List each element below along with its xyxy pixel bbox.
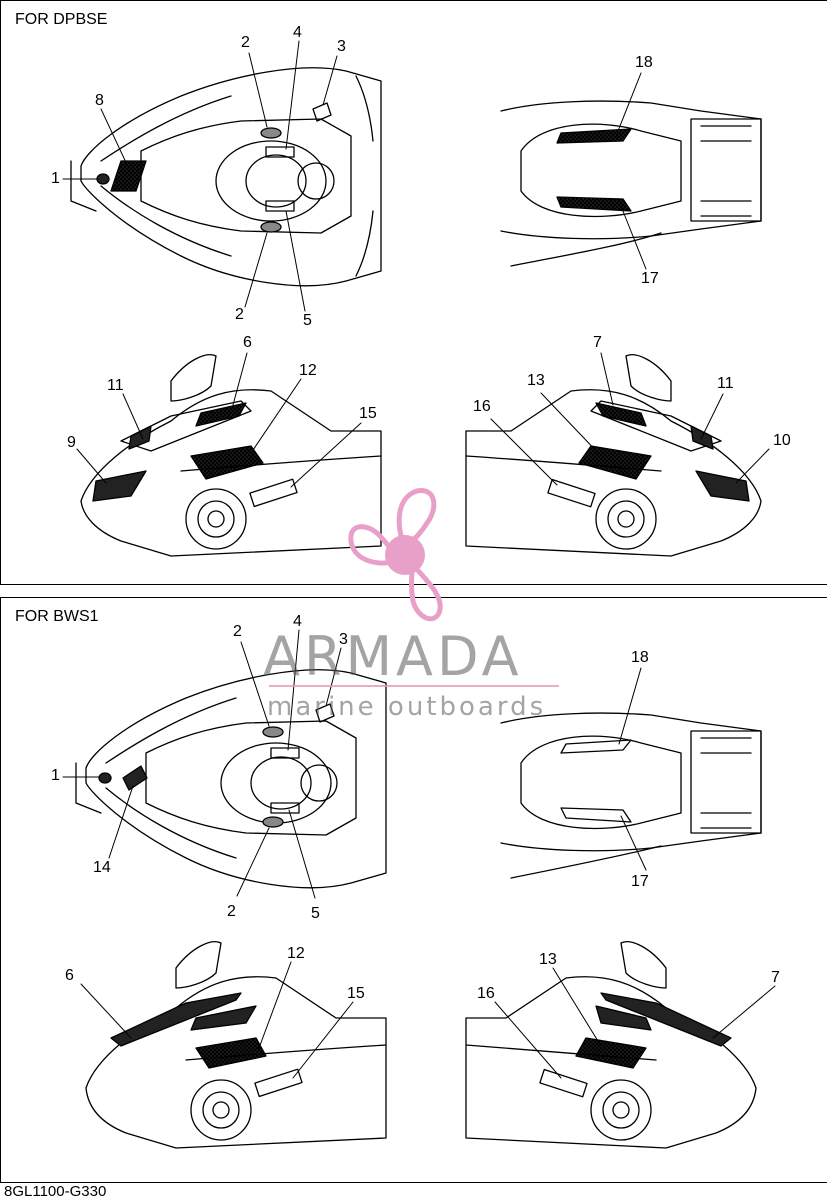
panel-title: FOR DPBSE: [15, 11, 108, 28]
callout-label: 13: [539, 951, 557, 968]
top-view-drawing: [62, 40, 382, 312]
callout-label: 12: [299, 362, 317, 379]
rear-top-view-drawing: [500, 667, 762, 879]
callout-label: 15: [347, 985, 365, 1002]
dpbse-drawings: [62, 40, 770, 557]
callout-label: 2: [235, 306, 244, 323]
callout-label: 4: [293, 24, 302, 41]
right-side-view-drawing: [465, 941, 776, 1149]
callout-label: 18: [635, 54, 653, 71]
bws1-drawings: [62, 629, 776, 1149]
figure-code: 8GL1100-G330: [4, 1183, 107, 1200]
callout-label: 18: [631, 649, 649, 666]
callout-label: 2: [227, 903, 236, 920]
callout-label: 17: [631, 873, 649, 890]
callout-label: 8: [95, 92, 104, 109]
panel-dpbse: FOR DPBSE: [0, 0, 827, 585]
callout-label: 3: [337, 38, 346, 55]
panel-title: FOR BWS1: [15, 608, 99, 625]
right-side-view-drawing: [465, 352, 770, 557]
callout-label: 2: [241, 34, 250, 51]
callout-label: 14: [93, 859, 111, 876]
panel-bws1: FOR BWS1: [0, 597, 827, 1183]
callout-label: 4: [293, 613, 302, 630]
callout-label: 5: [311, 905, 320, 922]
callout-label: 7: [593, 334, 602, 351]
callout-label: 11: [717, 375, 734, 392]
callout-label: 15: [359, 405, 377, 422]
callout-label: 16: [473, 398, 491, 415]
callout-label: 6: [243, 334, 252, 351]
callout-label: 16: [477, 985, 495, 1002]
callout-label: 5: [303, 312, 312, 329]
callout-label: 12: [287, 945, 305, 962]
callout-label: 13: [527, 372, 545, 389]
rear-top-view-drawing: [500, 72, 762, 270]
callout-label: 2: [233, 623, 242, 640]
left-side-view-drawing: [76, 352, 382, 557]
callout-label: 17: [641, 270, 659, 287]
callout-label: 6: [65, 967, 74, 984]
top-view-drawing: [62, 629, 387, 899]
callout-label: 3: [339, 631, 348, 648]
callout-label: 9: [67, 434, 76, 451]
callout-label: 1: [51, 170, 60, 187]
left-side-view-drawing: [80, 941, 387, 1149]
callout-label: 10: [773, 432, 791, 449]
callout-label: 11: [107, 377, 124, 394]
callout-label: 7: [771, 969, 780, 986]
callout-label: 1: [51, 767, 60, 784]
